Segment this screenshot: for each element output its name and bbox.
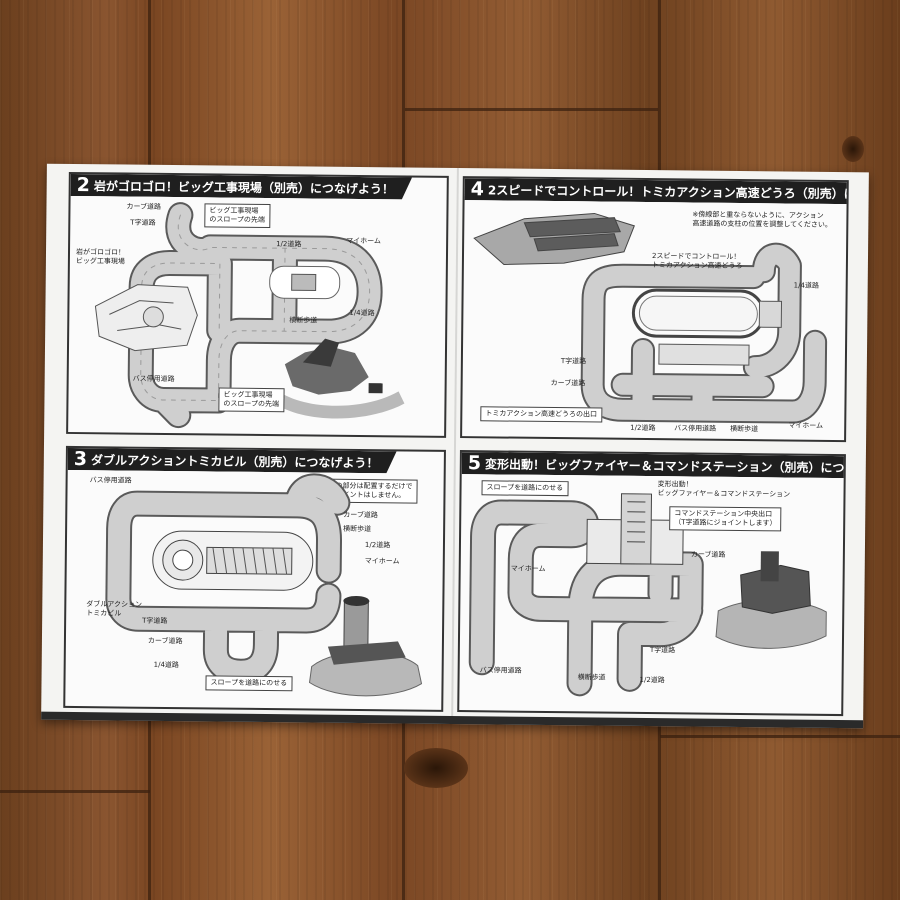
label-station-1: 変形出動！ [657,480,693,489]
callout-slope: スロープを道路にのせる [481,480,569,496]
label-myhome: マイホーム [346,236,381,246]
label-half-road: 1/2道路 [639,675,665,685]
label-rocks-site-2: ビッグ工事現場 [75,257,125,266]
label-curve-road: カーブ道路 [550,378,586,388]
label-curve-road-right: カーブ道路 [343,510,378,520]
label-crosswalk: 横断歩道 [289,316,318,325]
label-t-road: T字道路 [649,646,676,655]
highway-photo [473,212,635,266]
label-bus-stop-road: バス停用道路 [674,424,717,433]
label-myhome: マイホーム [788,421,824,430]
label-crosswalk: 横断歩道 [577,673,606,682]
tomica-building-drawing [152,530,314,591]
callout-slope-bottom-1: ビッグ工事現場 [223,390,273,400]
label-building-1: ダブルアクション [86,600,143,609]
command-station-photo [715,551,827,649]
callout-slope-bottom-2: のスロープの先端 [223,399,280,408]
callout-station-exit-1: コマンドステーション中央出口 [674,509,773,519]
floor-seam [660,735,900,738]
callout-slope: スロープを道路にのせる [205,675,293,692]
label-highway-1: 2スピードでコントロール！ [651,252,741,261]
panel-2-track-layout [94,202,405,429]
label-myhome: マイホーム [364,557,400,566]
label-building-2: トミカビル [86,609,122,618]
wood-knot [404,748,468,788]
callout-slope-bottom: ビッグ工事現場 のスロープの先端 [218,387,285,412]
label-half-road: 1/2道路 [630,423,656,433]
label-curve-road: カーブ道路 [126,202,162,211]
construction-site-drawing [94,284,198,352]
label-crosswalk: 横断歩道 [343,524,372,534]
label-curve-road-bottom: カーブ道路 [147,636,183,646]
callout-station-exit: コマンドステーション中央出口 （T字道路にジョイントします） [669,506,782,531]
callout-slope-top-2: のスロープの先端 [209,215,265,224]
label-bus-stop-road: バス停用道路 [132,374,175,384]
label-bus-stop-road: バス停用道路 [479,666,522,675]
tomica-building-photo [308,595,423,697]
command-station-drawing [586,493,684,565]
label-quarter-road: 1/4道路 [349,308,375,318]
panel-4-track-layout [473,212,828,424]
label-station-2: ビッグファイヤー＆コマンドステーション [657,489,791,499]
callout-station-exit-2: （T字道路にジョイントします） [674,518,777,528]
label-t-road: T字道路 [560,357,587,366]
callout-slope-top-1: ビッグ工事現場 [209,206,259,215]
floor-seam [405,108,658,111]
label-t-road: T字道路 [142,616,168,625]
label-myhome: マイホーム [510,564,546,573]
label-quarter-road: 1/4道路 [153,660,179,670]
panel-5-track-layout [468,493,827,697]
label-t-road: T字道路 [130,218,156,227]
construction-site-photo [272,338,405,419]
floor-seam [0,790,150,793]
label-highway-2: トミカアクション高速どうろ [651,261,743,271]
callout-slope-top: ビッグ工事現場 のスロープの先端 [204,203,271,228]
callout-highway-exit: トミカアクション高速どうろの出口 [480,406,603,423]
wood-knot [842,136,864,162]
label-half-road: 1/2道路 [364,541,391,550]
label-curve-road: カーブ道路 [690,550,726,559]
label-rocks-site-1: 岩がゴロゴロ！ [75,248,126,257]
label-quarter-road: 1/4道路 [793,281,820,290]
label-bus-stop-road: バス停用道路 [89,476,132,485]
label-crosswalk: 横断歩道 [730,424,759,434]
label-half-road: 1/2道路 [276,240,302,249]
panel-3-track-layout [105,473,423,697]
